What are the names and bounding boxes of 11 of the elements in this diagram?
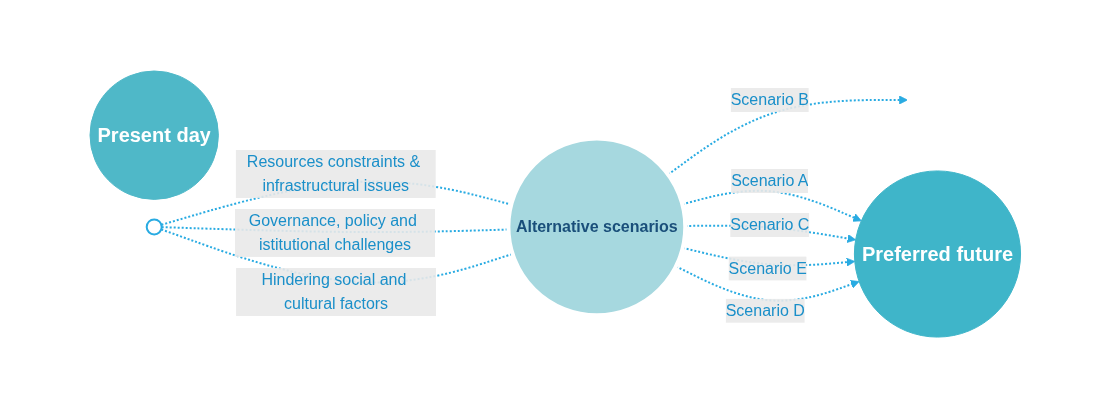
edge-label: Resources constraints & infrastructural issues	[247, 153, 421, 195]
edge-label: Governance, policy and istitutional challenges	[248, 212, 418, 254]
edge-label: Scenario B	[730, 91, 810, 109]
edge-label: Scenario D	[725, 302, 806, 320]
node-circle: Present day	[89, 70, 220, 201]
node-circle: Preferred future	[854, 170, 1022, 339]
edge-label: Scenario A	[731, 172, 809, 190]
edge-label: Scenario C	[730, 216, 810, 234]
node-circle	[145, 218, 163, 236]
edge-label: Scenario E	[728, 259, 808, 277]
edge-label: Hindering social and cultural factors	[261, 271, 407, 313]
